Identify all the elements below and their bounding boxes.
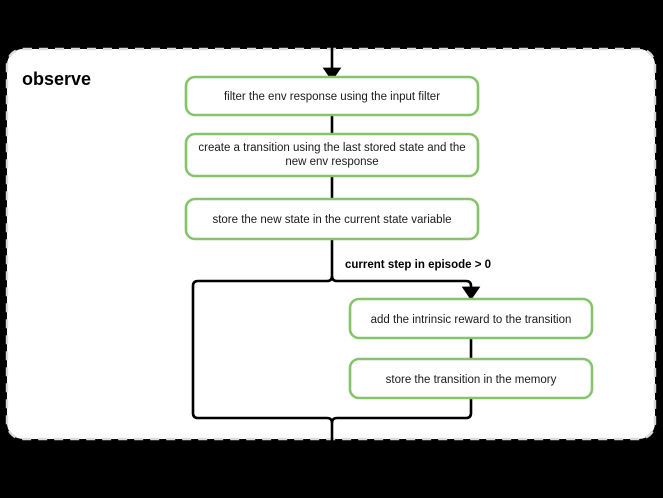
node-store-transition-memory[interactable]: store the transition in the memory bbox=[348, 357, 594, 400]
node-label-line-2: new env response bbox=[285, 156, 378, 168]
edge-label-condition: current step in episode > 0 bbox=[345, 259, 491, 271]
node-box bbox=[184, 75, 480, 117]
node-filter-env-response[interactable]: filter the env response using the input … bbox=[184, 75, 480, 117]
node-box bbox=[184, 197, 480, 241]
node-label: filter the env response using the input … bbox=[224, 91, 440, 103]
node-store-new-state[interactable]: store the new state in the current state… bbox=[184, 197, 480, 241]
node-label: add the intrinsic reward to the transiti… bbox=[371, 314, 572, 326]
node-label: store the transition in the memory bbox=[386, 374, 557, 386]
edge-condition-branch bbox=[330, 275, 481, 301]
node-label: store the new state in the current state… bbox=[212, 214, 451, 226]
node-add-intrinsic-reward[interactable]: add the intrinsic reward to the transiti… bbox=[348, 297, 594, 340]
node-box bbox=[348, 297, 594, 340]
edge-bypass-branch bbox=[191, 275, 334, 424]
group-title: observe bbox=[22, 69, 91, 89]
edge-memory-to-merge bbox=[330, 398, 473, 424]
node-label-line-1: create a transition using the last store… bbox=[198, 142, 465, 154]
node-box bbox=[348, 357, 594, 400]
node-box bbox=[184, 132, 480, 178]
node-create-transition[interactable]: create a transition using the last store… bbox=[184, 132, 480, 178]
